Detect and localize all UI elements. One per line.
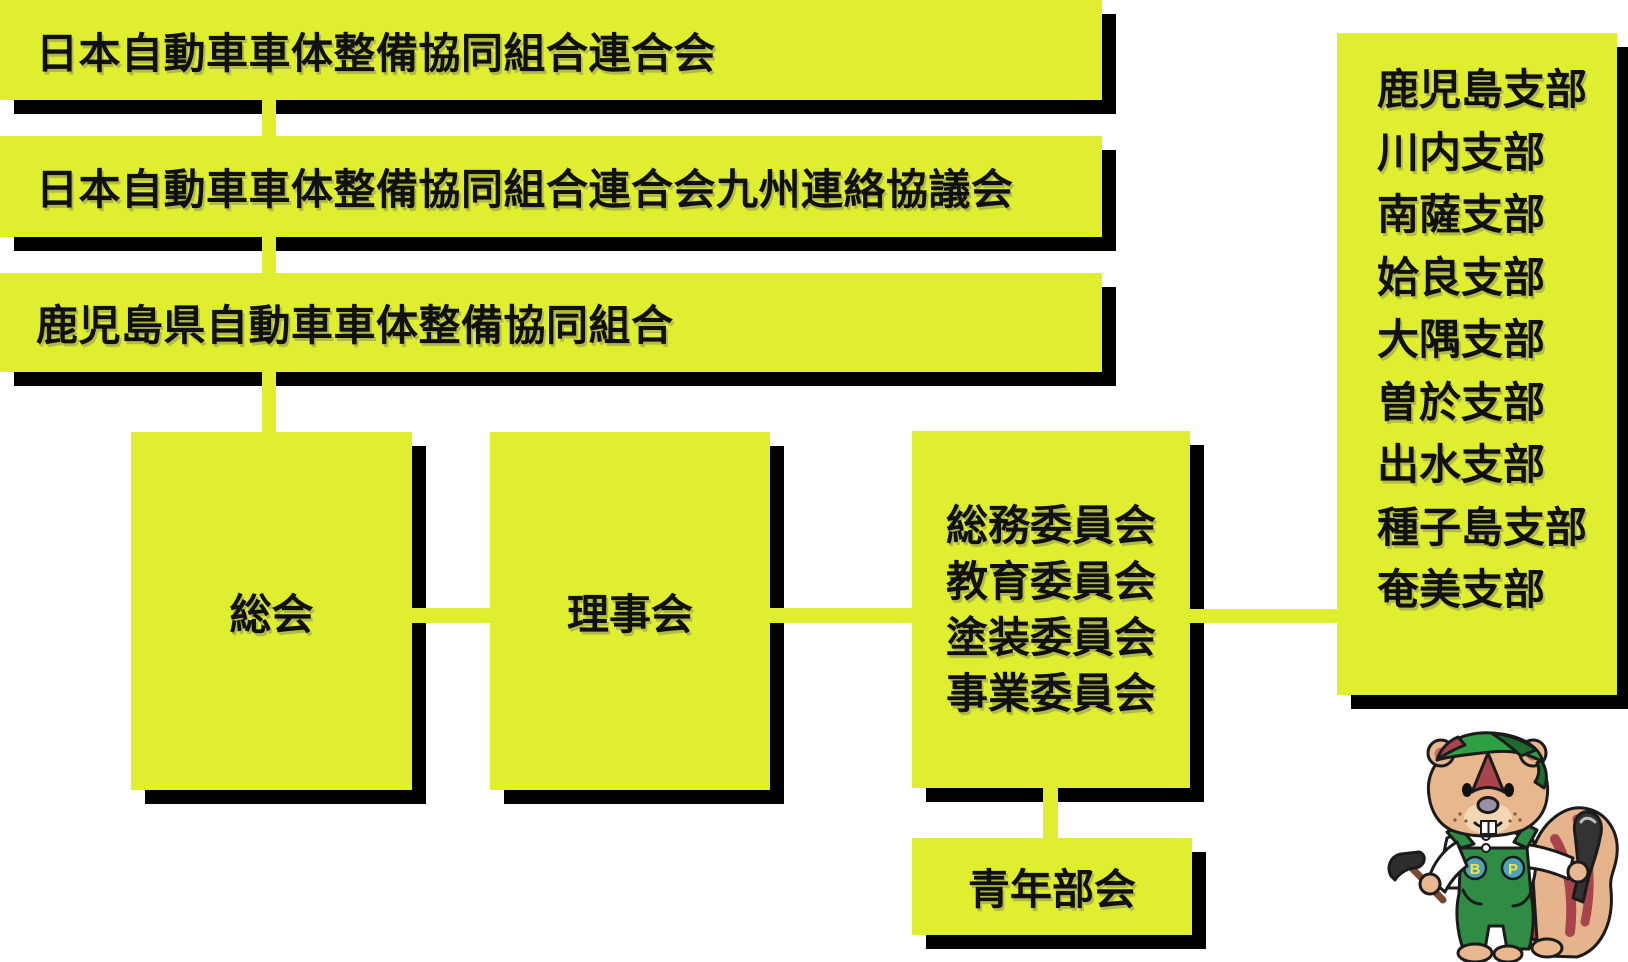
svg-text:B: B <box>1470 861 1481 878</box>
connector-general-meeting-board <box>410 608 492 623</box>
box-board: 理事会 <box>490 432 770 790</box>
committee-item: 塗装委員会 <box>945 613 1156 661</box>
mascot-right-sleeve <box>1519 842 1575 881</box>
branch-item: 大隅支部 <box>1377 316 1546 363</box>
committee-item: 総務委員会 <box>945 501 1156 549</box>
box-general-meeting-label: 総会 <box>229 590 314 638</box>
branch-item: 種子島支部 <box>1377 503 1588 551</box>
box-prefecture-union: 鹿児島県自動車車体整備協同組合 <box>0 273 1102 372</box>
box-committees: 総務委員会教育委員会塗装委員会事業委員会 <box>912 431 1190 788</box>
box-prefecture-union-label: 鹿児島県自動車車体整備協同組合 <box>36 302 674 349</box>
box-youth-label: 青年部会 <box>967 866 1136 913</box>
mascot-foot-left <box>1456 942 1494 962</box>
mascot-foot-right <box>1492 944 1524 962</box>
mascot-face <box>1453 783 1522 835</box>
mascot-back-foot <box>1530 937 1564 959</box>
branch-item: 南薩支部 <box>1377 191 1546 238</box>
connector-committees-branches <box>1188 609 1339 623</box>
committee-list: 総務委員会教育委員会塗装委員会事業委員会 <box>912 431 1190 788</box>
connector-kyushu-prefecture <box>262 235 276 275</box>
mascot-pocket-left <box>1461 888 1483 906</box>
box-kyushu-council-label: 日本自動車車体整備協同組合連合会九州連絡協議会 <box>36 166 1014 213</box>
connector-board-committees <box>768 608 914 623</box>
mascot-badge-p: P <box>1500 855 1526 881</box>
mascot-pocket-right <box>1511 890 1533 908</box>
box-board-label: 理事会 <box>566 590 693 638</box>
committee-item: 事業委員会 <box>945 669 1156 717</box>
mascot-forehead-stripe <box>1470 751 1506 794</box>
branch-item: 奄美支部 <box>1377 566 1546 613</box>
mascot-badge-b: B <box>1462 855 1488 881</box>
box-kyushu-council: 日本自動車車体整備協同組合連合会九州連絡協議会 <box>0 136 1102 237</box>
branch-list: 鹿児島支部川内支部南薩支部姶良支部大隅支部曽於支部出水支部種子島支部奄美支部 <box>1337 33 1617 622</box>
mascot-illustration: B P <box>1387 731 1619 962</box>
branch-item: 川内支部 <box>1377 128 1546 176</box>
box-federation: 日本自動車車体整備協同組合連合会 <box>0 0 1102 100</box>
mascot-left-paw <box>1418 872 1442 896</box>
branch-item: 曽於支部 <box>1377 378 1546 426</box>
box-youth: 青年部会 <box>912 838 1192 935</box>
connector-prefecture-general-meeting <box>262 370 276 434</box>
box-general-meeting: 総会 <box>131 432 412 790</box>
mascot-nose <box>1476 796 1500 814</box>
connector-federation-kyushu <box>262 97 276 138</box>
branch-item: 姶良支部 <box>1377 253 1546 301</box>
box-federation-label: 日本自動車車体整備協同組合連合会 <box>36 29 717 77</box>
mascot-hammer-icon <box>1387 850 1426 882</box>
committee-item: 教育委員会 <box>945 557 1156 605</box>
branch-item: 出水支部 <box>1377 441 1546 488</box>
box-branches: 鹿児島支部川内支部南薩支部姶良支部大隅支部曽於支部出水支部種子島支部奄美支部 <box>1337 33 1617 695</box>
connector-committees-youth <box>1043 786 1058 840</box>
branch-item: 鹿児島支部 <box>1377 66 1588 113</box>
mascot-cap <box>1435 731 1548 790</box>
mascot-right-paw <box>1566 860 1590 884</box>
svg-text:P: P <box>1508 861 1518 878</box>
